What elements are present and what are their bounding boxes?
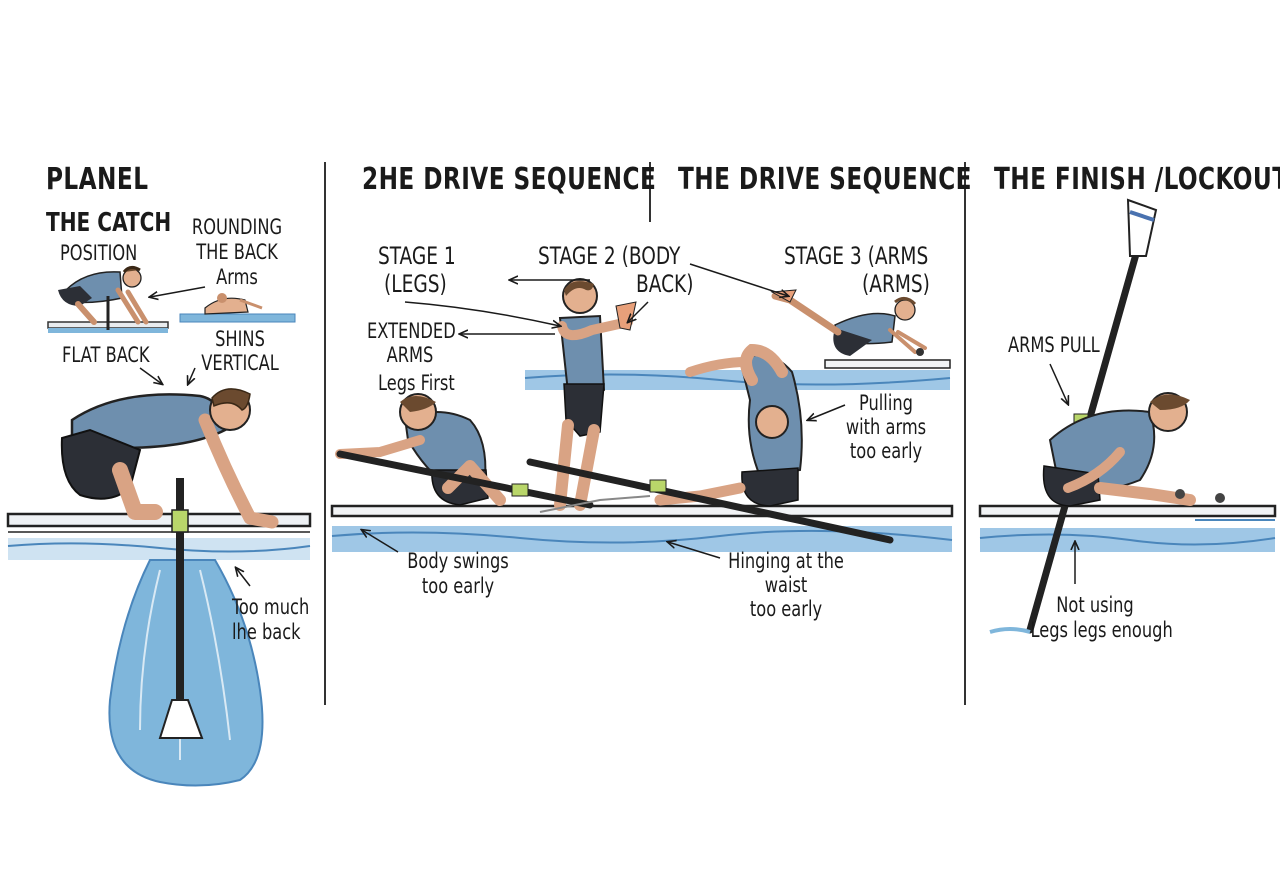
hinging-figure — [526, 343, 894, 544]
stage3-label-2: (ARMS) — [862, 270, 930, 298]
hinging-label-3: too early — [749, 597, 823, 621]
arms-pull-label: ARMS PULL — [1008, 333, 1100, 357]
shins-label-2: VERTICAL — [201, 351, 279, 375]
pulling-label-1: Pulling — [859, 391, 913, 415]
stage1-label-2: (LEGS) — [384, 270, 447, 298]
stage3-label-1: STAGE 3 (ARMS — [784, 242, 929, 270]
pulling-label-2: with arms — [845, 415, 927, 439]
body-swings-label-2: too early — [421, 574, 495, 598]
flat-back-label: FLAT BACK — [62, 343, 150, 367]
panel2-title-a: 2HE DRIVE SEQUENCE — [362, 162, 657, 197]
stage2-label-1: STAGE 2 (BODY — [538, 242, 681, 270]
extended-arms-label-1: EXTENDED — [367, 319, 456, 343]
stage1-seated-figure — [335, 393, 594, 509]
stage2-label-2: BACK) — [636, 270, 694, 298]
rounded-back-small-figure — [179, 293, 296, 323]
panel1-title: PLANEL — [46, 162, 149, 197]
finish-figure — [978, 198, 1277, 634]
catch-small-figure — [47, 265, 169, 333]
shins-label-1: SHINS — [215, 327, 265, 351]
stage2-standing-figure — [554, 278, 637, 511]
hinging-label-1: Hinging at the — [728, 549, 844, 573]
legs-first-label: Legs First — [378, 371, 455, 395]
rounding-label-1: ROUNDING — [191, 215, 283, 239]
stage1-label-1: STAGE 1 — [378, 242, 456, 270]
pulling-label-3: too early — [849, 439, 923, 463]
rounding-label-2: THE BACK — [196, 240, 278, 264]
hinging-label-2: waist — [764, 573, 808, 597]
panel-dividers — [324, 162, 966, 705]
body-swings-label-1: Body swings — [407, 549, 509, 573]
catch-subtitle: POSITION — [60, 241, 138, 265]
panel2-title-b: THE DRIVE SEQUENCE — [678, 162, 972, 197]
extended-arms-label-2: ARMS — [386, 343, 434, 367]
stage3-small-figure — [770, 289, 951, 369]
catch-large-figure — [6, 286, 312, 787]
too-much-label-2: lhe back — [232, 620, 301, 644]
not-using-label-1: Not using — [1056, 593, 1134, 617]
panel3-title: THE FINISH /LOCKOUT — [994, 162, 1280, 197]
drive-arrows — [362, 263, 846, 559]
not-using-label-2: Legs legs enough — [1030, 618, 1173, 642]
catch-title: THE CATCH — [46, 208, 172, 238]
too-much-label-1: Too much — [232, 595, 310, 619]
rounding-label-3: Arms — [216, 265, 258, 289]
